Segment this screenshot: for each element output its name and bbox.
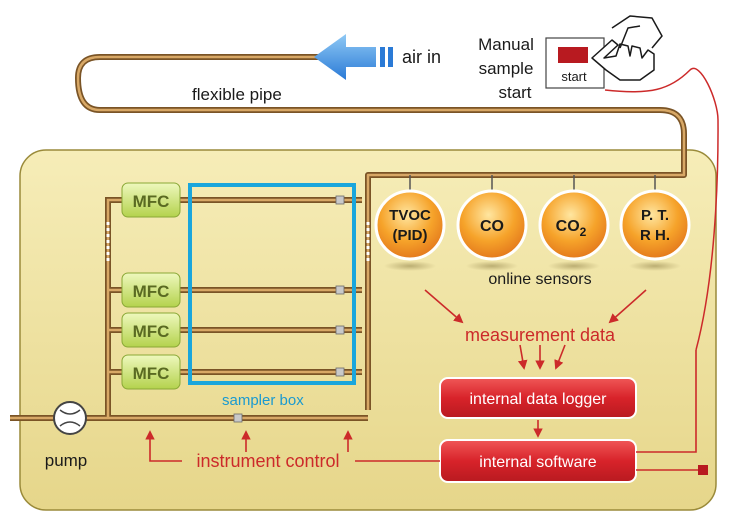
hand-pointer-icon bbox=[591, 15, 663, 81]
mfc-4 bbox=[121, 354, 181, 390]
sampler-box-label: sampler box bbox=[222, 392, 304, 409]
manual-start-cable bbox=[604, 67, 719, 351]
manual-sample-line1: Manual bbox=[478, 35, 534, 54]
internal-software-label: internal software bbox=[479, 454, 596, 471]
flexible-pipe bbox=[75, 54, 687, 410]
manual-sample-line2: sample bbox=[479, 59, 534, 78]
data-output-port bbox=[698, 465, 708, 475]
mfc-1-label: MFC bbox=[133, 192, 170, 211]
instrument-control-lines bbox=[145, 350, 697, 462]
mfc-2-label: MFC bbox=[133, 282, 170, 301]
sensor-ptrh-line1: P. T. bbox=[641, 207, 669, 224]
sensor-co bbox=[456, 189, 528, 261]
mfc-3 bbox=[121, 312, 181, 348]
online-sensors-label: online sensors bbox=[488, 271, 591, 288]
internal-data-logger-box bbox=[439, 377, 637, 419]
pump-icon bbox=[53, 401, 87, 435]
sampler-box bbox=[188, 183, 356, 385]
start-button-label[interactable]: start bbox=[561, 69, 587, 84]
measurement-arrows bbox=[424, 289, 647, 370]
air-in-arrow-icon bbox=[314, 34, 393, 80]
sensor-tvoc bbox=[374, 189, 446, 261]
mfc-2 bbox=[121, 272, 181, 308]
sensor-tvoc-line2: (PID) bbox=[393, 227, 428, 244]
online-sensors: TVOC (PID) CO CO2 P. T. R H. bbox=[374, 189, 691, 271]
mfc-4-label: MFC bbox=[133, 364, 170, 383]
sensor-co2-label: CO2 bbox=[556, 218, 587, 239]
mfc-1 bbox=[121, 182, 181, 218]
sensor-tvoc-line1: TVOC bbox=[389, 207, 431, 224]
measurement-data-label: measurement data bbox=[465, 325, 616, 345]
internal-data-logger-label: internal data logger bbox=[470, 391, 608, 408]
sensor-ptrh bbox=[619, 189, 691, 261]
manual-sample-line3: start bbox=[498, 83, 531, 102]
instrument-control-label: instrument control bbox=[196, 451, 339, 471]
pump-label: pump bbox=[45, 451, 88, 470]
flexible-pipe-label: flexible pipe bbox=[192, 85, 282, 104]
start-button[interactable]: start bbox=[545, 37, 605, 89]
sensor-co2 bbox=[538, 189, 610, 261]
air-in-label: air in bbox=[402, 47, 441, 67]
mfc-3-label: MFC bbox=[133, 322, 170, 341]
sensor-ptrh-line2: R H. bbox=[640, 227, 670, 244]
mfc-group: MFC MFC MFC MFC bbox=[121, 182, 181, 390]
sensor-co-label: CO bbox=[480, 218, 504, 235]
